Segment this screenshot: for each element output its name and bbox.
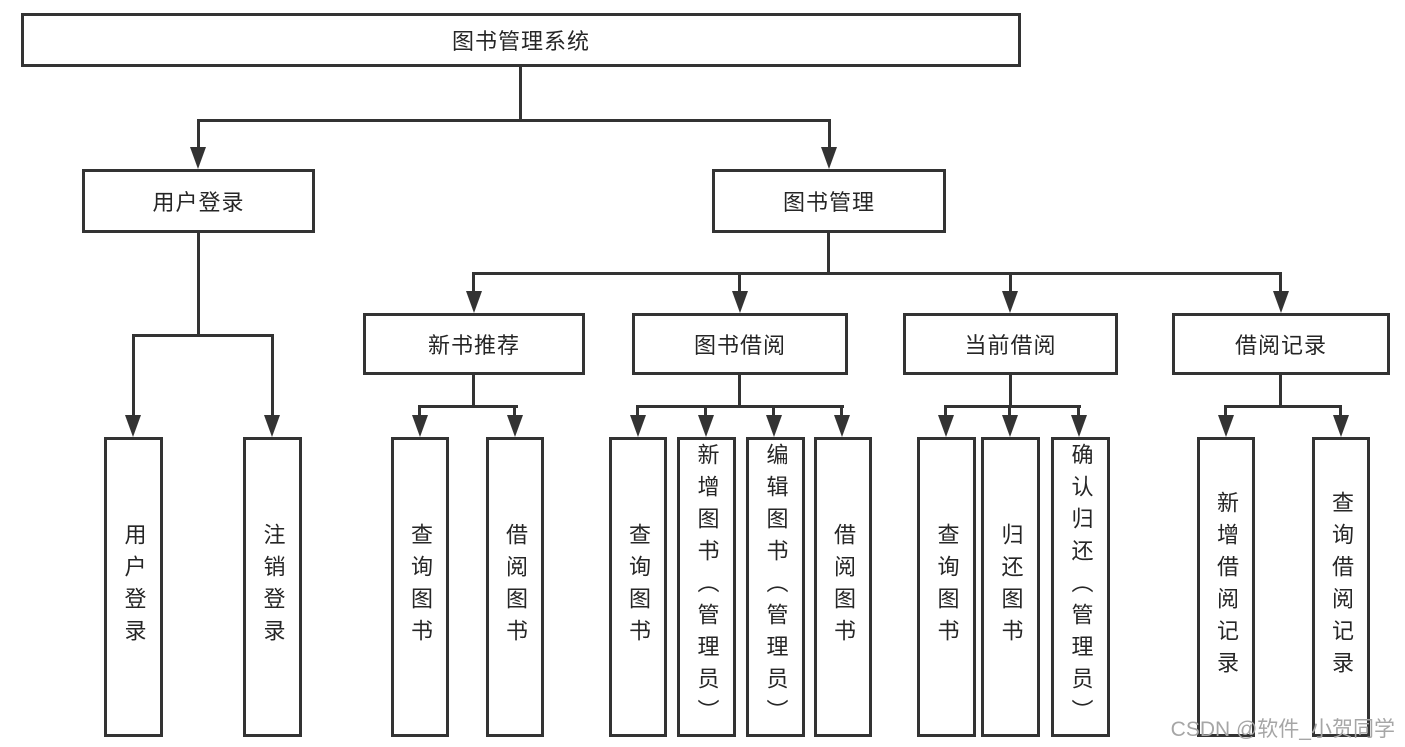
leaf-newbook-borrow-label: 借阅图书 bbox=[503, 523, 528, 651]
csdn-watermark: CSDN @软件_小贺同学 bbox=[1170, 718, 1395, 741]
arrowhead-icon bbox=[1333, 415, 1349, 437]
connector-line bbox=[132, 334, 135, 418]
connector-line bbox=[197, 233, 200, 336]
arrowhead-icon bbox=[1218, 415, 1234, 437]
leaf-newbook-borrow: 借阅图书 bbox=[486, 437, 544, 737]
node-book-borrow: 图书借阅 bbox=[632, 313, 848, 375]
leaf-record-add-label: 新增借阅记录 bbox=[1214, 491, 1239, 683]
leaf-borrow-query: 查询图书 bbox=[609, 437, 667, 737]
arrowhead-icon bbox=[1273, 291, 1289, 313]
leaf-user-login: 用户登录 bbox=[104, 437, 163, 737]
arrowhead-icon bbox=[125, 415, 141, 437]
leaf-current-confirm-admin: 确认归还（管理员） bbox=[1051, 437, 1110, 737]
leaf-newbook-query: 查询图书 bbox=[391, 437, 449, 737]
connector-line bbox=[1077, 405, 1080, 417]
node-book-management-label: 图书管理 bbox=[782, 190, 875, 215]
connector-line bbox=[636, 405, 639, 417]
node-borrow-records: 借阅记录 bbox=[1172, 313, 1390, 375]
arrowhead-icon bbox=[821, 147, 837, 169]
connector-line bbox=[132, 334, 274, 337]
arrowhead-icon bbox=[766, 415, 782, 437]
leaf-borrow-book: 借阅图书 bbox=[814, 437, 872, 737]
arrowhead-icon bbox=[732, 291, 748, 313]
leaf-current-query-label: 查询图书 bbox=[934, 523, 960, 651]
connector-line bbox=[1279, 272, 1282, 293]
connector-line bbox=[944, 405, 947, 417]
node-user-login: 用户登录 bbox=[82, 169, 315, 233]
leaf-borrow-query-label: 查询图书 bbox=[626, 523, 651, 651]
arrowhead-icon bbox=[698, 415, 714, 437]
connector-line bbox=[840, 405, 843, 417]
leaf-newbook-query-label: 查询图书 bbox=[408, 523, 433, 651]
node-root: 图书管理系统 bbox=[21, 13, 1021, 67]
connector-line bbox=[1224, 405, 1227, 417]
node-current-borrow: 当前借阅 bbox=[903, 313, 1118, 375]
connector-line bbox=[418, 405, 518, 408]
node-book-borrow-label: 图书借阅 bbox=[693, 333, 786, 358]
connector-line bbox=[472, 272, 1282, 275]
node-current-borrow-label: 当前借阅 bbox=[964, 333, 1057, 358]
connector-line bbox=[472, 375, 475, 407]
node-book-management: 图书管理 bbox=[712, 169, 946, 233]
connector-line bbox=[827, 233, 830, 274]
leaf-logout: 注销登录 bbox=[243, 437, 302, 737]
arrowhead-icon bbox=[1002, 415, 1018, 437]
leaf-record-add: 新增借阅记录 bbox=[1197, 437, 1255, 737]
arrowhead-icon bbox=[412, 415, 428, 437]
arrowhead-icon bbox=[264, 415, 280, 437]
arrowhead-icon bbox=[630, 415, 646, 437]
arrowhead-icon bbox=[190, 147, 206, 169]
connector-line bbox=[1009, 375, 1012, 407]
arrowhead-icon bbox=[507, 415, 523, 437]
leaf-borrow-book-label: 借阅图书 bbox=[831, 523, 856, 651]
connector-line bbox=[1279, 375, 1282, 407]
leaf-current-return-label: 归还图书 bbox=[998, 523, 1024, 651]
arrowhead-icon bbox=[466, 291, 482, 313]
connector-line bbox=[1009, 272, 1012, 293]
leaf-logout-label: 注销登录 bbox=[260, 523, 286, 651]
connector-line bbox=[513, 405, 516, 417]
node-new-book-recommend: 新书推荐 bbox=[363, 313, 585, 375]
connector-line bbox=[472, 272, 475, 293]
connector-line bbox=[1224, 405, 1342, 408]
connector-line bbox=[418, 405, 421, 417]
leaf-current-return: 归还图书 bbox=[981, 437, 1040, 737]
node-new-book-recommend-label: 新书推荐 bbox=[427, 333, 520, 358]
connector-line bbox=[944, 405, 1081, 408]
leaf-record-query-label: 查询借阅记录 bbox=[1329, 491, 1354, 683]
leaf-borrow-edit-admin-label: 编辑图书（管理员） bbox=[763, 443, 789, 731]
connector-line bbox=[738, 375, 741, 407]
connector-line bbox=[636, 405, 844, 408]
connector-line bbox=[704, 405, 707, 417]
node-borrow-records-label: 借阅记录 bbox=[1234, 333, 1327, 358]
leaf-user-login-label: 用户登录 bbox=[121, 523, 147, 651]
connector-line bbox=[738, 272, 741, 293]
leaf-borrow-edit-admin: 编辑图书（管理员） bbox=[746, 437, 805, 737]
connector-line bbox=[197, 119, 831, 122]
connector-line bbox=[197, 119, 200, 149]
arrowhead-icon bbox=[1002, 291, 1018, 313]
connector-line bbox=[271, 334, 274, 418]
arrowhead-icon bbox=[938, 415, 954, 437]
arrowhead-icon bbox=[834, 415, 850, 437]
leaf-current-query: 查询图书 bbox=[917, 437, 976, 737]
node-user-login-label: 用户登录 bbox=[152, 190, 245, 215]
connector-line bbox=[1339, 405, 1342, 417]
leaf-borrow-add-admin: 新增图书（管理员） bbox=[677, 437, 736, 737]
leaf-borrow-add-admin-label: 新增图书（管理员） bbox=[694, 443, 720, 731]
arrowhead-icon bbox=[1071, 415, 1087, 437]
leaf-record-query: 查询借阅记录 bbox=[1312, 437, 1370, 737]
connector-line bbox=[1008, 405, 1011, 417]
connector-line bbox=[772, 405, 775, 417]
connector-line bbox=[828, 119, 831, 149]
node-root-label: 图书管理系统 bbox=[451, 29, 590, 54]
leaf-current-confirm-admin-label: 确认归还（管理员） bbox=[1068, 443, 1094, 731]
connector-line bbox=[519, 66, 522, 121]
